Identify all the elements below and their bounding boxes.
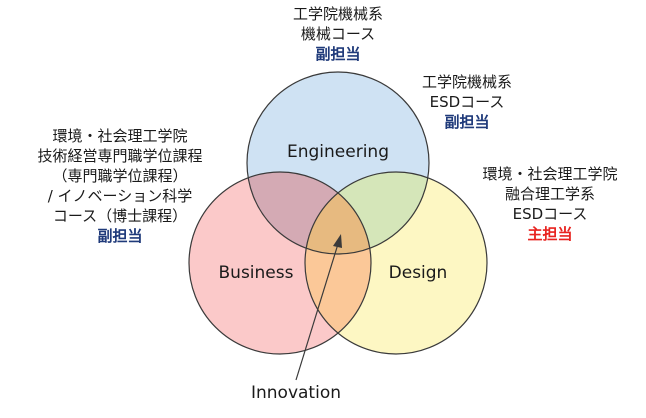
annotation-right-top-role: 副担当 [444,113,490,131]
annotation-right: 環境・社会理工学院 融合理工学系 ESDコース 主担当 [458,164,642,244]
annotation-right-top: 工学院機械系 ESDコース 副担当 [392,72,542,132]
annotation-top-line1: 工学院機械系 [292,5,383,23]
innovation-overlap [305,172,371,254]
annotation-left-line1: 環境・社会理工学院 [52,127,188,145]
business-outline [188,171,372,355]
annotation-top: 工学院機械系 機械コース 副担当 [263,4,413,64]
annotation-right-line2: 融合理工学系 [504,185,595,203]
annotation-left-line3: （専門職学位課程） [52,167,188,185]
annotation-top-line2: 機械コース [300,25,376,43]
innovation-arrow [295,234,342,381]
business-label: Business [219,263,294,283]
annotation-right-top-line1: 工学院機械系 [421,73,512,91]
annotation-left-role: 副担当 [97,227,143,245]
design-label: Design [389,263,448,283]
innovation-label: Innovation [251,383,341,403]
annotation-top-role: 副担当 [315,45,361,63]
annotation-left: 環境・社会理工学院 技術経営専門職学位課程 （専門職学位課程） / イノベーショ… [4,126,236,246]
annotation-left-line2: 技術経営専門職学位課程 [37,147,203,165]
annotation-right-line1: 環境・社会理工学院 [482,165,618,183]
annotation-left-line5: コース（博士課程） [52,207,188,225]
annotation-right-line3: ESDコース [512,205,588,223]
annotation-left-line4: / イノベーション科学 [47,187,193,205]
engineering-label: Engineering [287,142,389,162]
annotation-right-top-line2: ESDコース [429,93,505,111]
design-outline [304,171,488,355]
annotation-right-role: 主担当 [527,225,573,243]
engineering-outline [246,71,430,255]
